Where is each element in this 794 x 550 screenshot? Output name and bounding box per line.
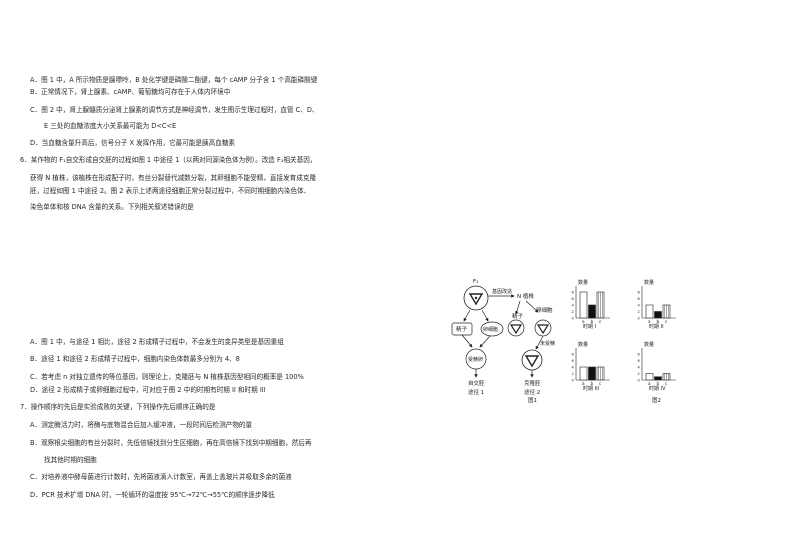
x-tick-label: b xyxy=(657,381,660,386)
y-tick-label: 8 xyxy=(572,353,575,357)
route2-label: 途径 2 xyxy=(524,388,540,396)
bar xyxy=(596,291,605,319)
figure-1-caption: 图1 xyxy=(528,396,537,404)
x-tick-label: a xyxy=(582,381,585,386)
q7-option-a: A．测定酶活力时，将酶与底物混合后加入缓冲液，一段时间后检测产物的量 xyxy=(30,421,253,429)
bar xyxy=(645,304,654,319)
y-axis-label: 数量 xyxy=(644,279,654,286)
q5-option-a: A．图 1 中，A 所示物质是腺嘌呤，B 处化学键是磷酸二酯键，每个 cAMP … xyxy=(30,76,318,84)
figure-2-caption: 图2 xyxy=(652,396,661,404)
y-axis-label: 数量 xyxy=(578,341,588,348)
bar xyxy=(579,366,588,381)
y-tick-label: 6 xyxy=(638,297,641,301)
n-plant-label: N 植株 xyxy=(517,292,534,300)
y-tick-label: 6 xyxy=(572,359,575,363)
panel-label: 时期 I xyxy=(583,323,596,330)
y-tick-label: 0 xyxy=(572,317,575,321)
y-tick-label: 2 xyxy=(638,372,640,376)
q7-option-d: D．PCR 技术扩增 DNA 时，一轮循环的温度按 95℃→72℃→55℃的顺序… xyxy=(30,491,275,499)
y-tick-label: 0 xyxy=(572,379,575,383)
y-tick-label: 2 xyxy=(572,372,574,376)
bar xyxy=(588,366,596,381)
bar xyxy=(645,373,654,381)
q6-option-c: C．若考虑 n 对独立遗传的等位基因，则理论上，克隆胚与 N 植株基因型相同的概… xyxy=(30,373,304,381)
f1-label: F₁ xyxy=(473,279,478,285)
bar xyxy=(662,373,671,381)
q7-option-c: C．对培养液中酵母菌进行计数时，先将菌液滴入计数室，再盖上盖玻片并吸取多余的菌液 xyxy=(30,473,292,481)
figure-1-diagram: F₁ 基因改造 N 植株 精子 卵细胞 受精卵 自交胚 途径 1 精子 卵细胞 … xyxy=(451,279,555,404)
q7-stem: 7．操作顺序的先后是实验成败的关键，下列操作先后顺序正确的是 xyxy=(20,403,216,411)
panel-label: 时期 II xyxy=(649,323,664,330)
y-tick-label: 8 xyxy=(638,353,641,357)
x-tick-label: b xyxy=(591,319,594,324)
y-axis-label: 数量 xyxy=(578,279,588,286)
x-tick-label: a xyxy=(582,319,585,324)
q5-option-c-line2: E 三处的血糖浓度大小关系最可能为 D<C<E xyxy=(44,122,177,130)
q6-option-d: D．途径 2 形成精子或卵细胞过程中，可对应于图 2 中的时期有时期 II 和时… xyxy=(30,386,266,394)
y-tick-label: 4 xyxy=(572,304,575,308)
sperm-label-2: 精子 xyxy=(512,312,524,320)
bar xyxy=(654,376,662,381)
x-tick-label: c xyxy=(665,381,668,386)
q6-option-b: B．途径 1 和途径 2 形成精子过程中，细胞内染色体数最多分别为 4、8 xyxy=(30,355,240,363)
y-tick-label: 4 xyxy=(572,366,575,370)
x-tick-label: b xyxy=(591,381,594,386)
gene-edit-label: 基因改造 xyxy=(492,288,512,295)
self-embryo-label: 自交胚 xyxy=(468,379,485,387)
panel-label: 时期 III xyxy=(583,385,599,392)
y-tick-label: 2 xyxy=(638,310,640,314)
q6-stem-line1: 6．某作物的 F₁自交形成自交胚的过程如图 1 中途径 1（以两对同源染色体为例… xyxy=(20,156,317,164)
x-tick-label: a xyxy=(648,319,651,324)
q5-option-d: D．当血糖含量升高后，信号分子 X 发挥作用，它最可能是胰高血糖素 xyxy=(30,139,236,147)
fertilized-egg-label: 受精卵 xyxy=(468,356,483,363)
y-axis-label: 数量 xyxy=(644,341,654,348)
y-tick-label: 8 xyxy=(638,291,641,295)
x-tick-label: c xyxy=(599,381,602,386)
clone-embryo-label: 克隆胚 xyxy=(524,379,541,387)
q6-option-a: A．图 1 中，与途径 1 相比，途径 2 形成精子过程中，不会发生的变异类型是… xyxy=(30,338,284,346)
bar xyxy=(588,304,596,319)
x-tick-label: b xyxy=(657,319,660,324)
x-tick-label: a xyxy=(648,381,651,386)
bar xyxy=(596,366,605,381)
unfertilized-label: 未受精 xyxy=(540,340,555,347)
y-tick-label: 4 xyxy=(638,366,641,370)
q6-stem-line3: 胚，过程如图 1 中途径 2。图 2 表示上述两途径细胞正常分裂过程中，不同时期… xyxy=(30,187,311,195)
q6-stem-line2: 获得 N 植株，该植株在形成配子时，有丝分裂替代减数分裂，其卵细胞不能受精，直接… xyxy=(30,174,317,182)
y-tick-label: 6 xyxy=(572,297,575,301)
q6-stem-line4: 染色单体和核 DNA 含量的关系。下列相关叙述错误的是 xyxy=(30,203,194,211)
bar xyxy=(579,291,588,319)
x-tick-label: c xyxy=(665,319,668,324)
route1-label: 途径 1 xyxy=(468,388,484,396)
q5-option-b: B．正常情况下，肾上腺素、cAMP、葡萄糖均可存在于人体内环境中 xyxy=(30,88,231,96)
bar xyxy=(654,311,662,319)
sperm-label-1: 精子 xyxy=(456,325,468,333)
y-tick-label: 0 xyxy=(638,379,641,383)
y-tick-label: 0 xyxy=(638,317,641,321)
y-tick-label: 2 xyxy=(572,310,574,314)
q7-option-b-line1: B．观察根尖细胞的有丝分裂时，先低倍镜找到分生区细胞，再在高倍镜下找到中期细胞，… xyxy=(30,439,312,447)
panel-label: 时期 IV xyxy=(649,385,666,392)
q5-option-c-line1: C．图 2 中，肾上腺髓质分泌肾上腺素的调节方式是神经调节，发生图示生理过程时，… xyxy=(30,106,319,114)
egg-label-2: 卵细胞 xyxy=(536,306,553,314)
x-tick-label: c xyxy=(599,319,602,324)
y-tick-label: 8 xyxy=(572,291,575,295)
q7-option-b-line2: 找其他时期的细胞 xyxy=(44,456,97,464)
y-tick-label: 4 xyxy=(638,304,641,308)
egg-label-1: 卵细胞 xyxy=(483,326,498,333)
y-tick-label: 6 xyxy=(638,359,641,363)
bar xyxy=(662,304,671,319)
